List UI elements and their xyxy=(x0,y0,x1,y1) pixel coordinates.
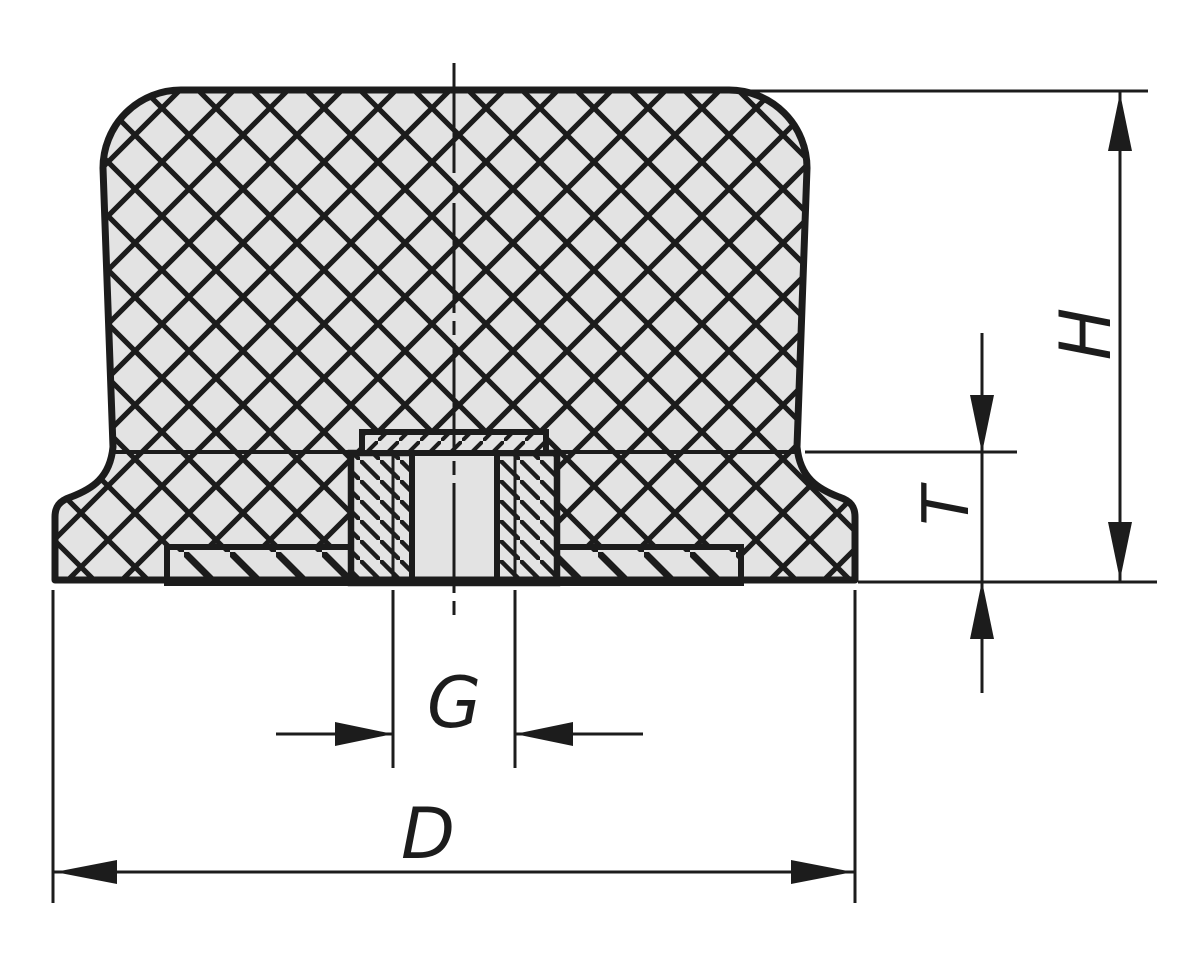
h-arrow-up xyxy=(1108,93,1132,151)
dimension-D xyxy=(51,590,857,903)
h-arrow-down xyxy=(1108,522,1132,580)
g-arrow-right xyxy=(335,722,393,746)
dim-label-thread-depth: T xyxy=(910,482,984,526)
t-arrow-up xyxy=(970,581,994,639)
dim-label-diameter: D xyxy=(401,793,455,875)
dim-label-thread: G xyxy=(427,662,481,744)
d-arrow-right xyxy=(791,860,853,884)
t-arrow-down xyxy=(970,395,994,453)
g-arrow-left xyxy=(515,722,573,746)
dim-label-height: H xyxy=(1045,308,1127,361)
dimension-G xyxy=(276,590,643,768)
dimension-T xyxy=(805,333,1017,693)
dimension-H xyxy=(700,89,1157,584)
d-arrow-left xyxy=(55,860,117,884)
